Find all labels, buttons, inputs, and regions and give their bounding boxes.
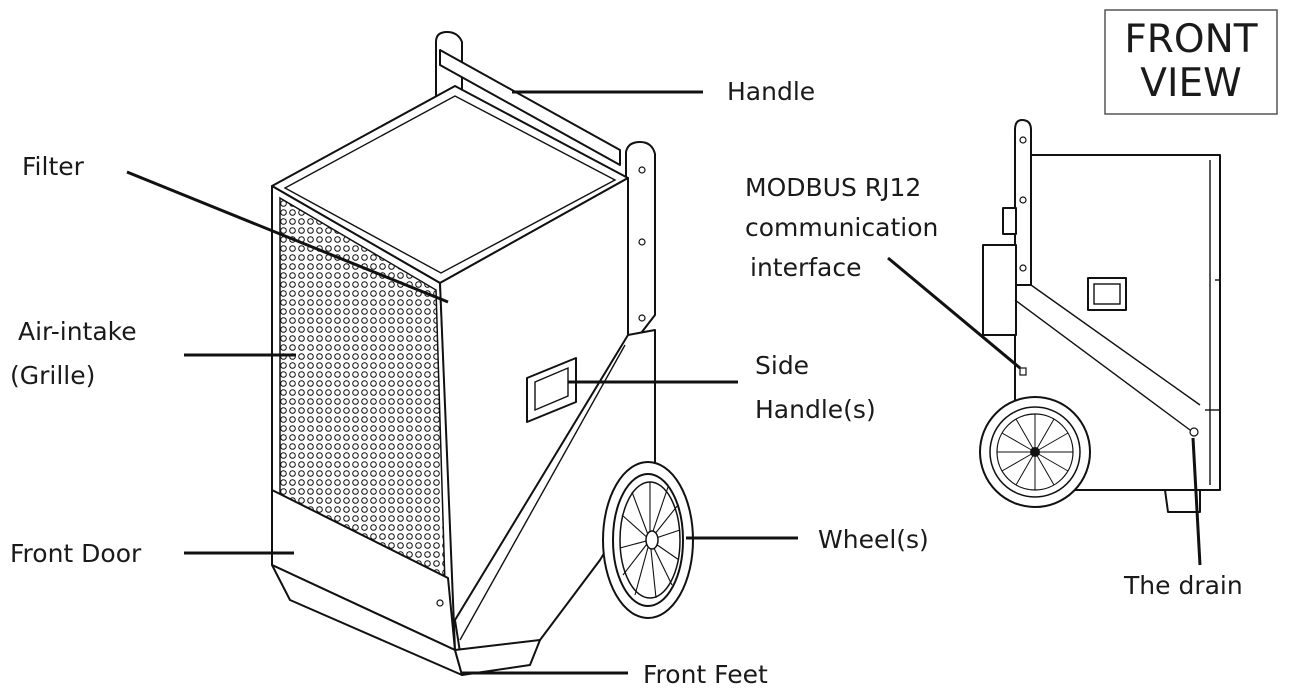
leader-filter: [126, 170, 449, 304]
leader-lines: [126, 90, 1202, 675]
title-line-1: FRONT: [1124, 17, 1257, 62]
label-air-intake-line-1: Air-intake: [18, 317, 137, 346]
wheel-drawing: [602, 461, 694, 619]
label-modbus-line-2: communication: [745, 213, 938, 242]
label-front-feet: Front Feet: [643, 660, 768, 689]
rj12-port: [1019, 367, 1027, 376]
callout-labels: Handle Filter Air-intake (Grille) Side H…: [10, 77, 1243, 689]
label-side-handle-line-2: Handle(s): [755, 395, 876, 424]
front-view-title: FRONT VIEW: [1104, 9, 1278, 115]
side-wheel-drawing: [979, 396, 1091, 508]
title-frame: [1104, 9, 1278, 115]
top-handle-drawing: [435, 31, 656, 351]
leader-modbus: [887, 256, 1021, 370]
label-handle: Handle: [727, 77, 815, 106]
label-drain: The drain: [1123, 571, 1243, 600]
label-air-intake-line-2: (Grille): [10, 361, 95, 390]
unit-side-view: [979, 119, 1221, 513]
leader-drain: [1191, 437, 1202, 566]
label-wheel: Wheel(s): [818, 525, 929, 554]
side-handle-drawing: [526, 357, 577, 423]
label-modbus-line-3: interface: [750, 253, 862, 282]
label-modbus-line-1: MODBUS RJ12: [745, 173, 921, 202]
label-filter: Filter: [22, 152, 85, 181]
label-side-handle-line-1: Side: [755, 351, 809, 380]
label-front-door: Front Door: [10, 539, 142, 568]
title-line-2: VIEW: [1140, 61, 1241, 106]
drain-port: [1189, 427, 1199, 437]
unit-perspective-view: [271, 31, 694, 676]
